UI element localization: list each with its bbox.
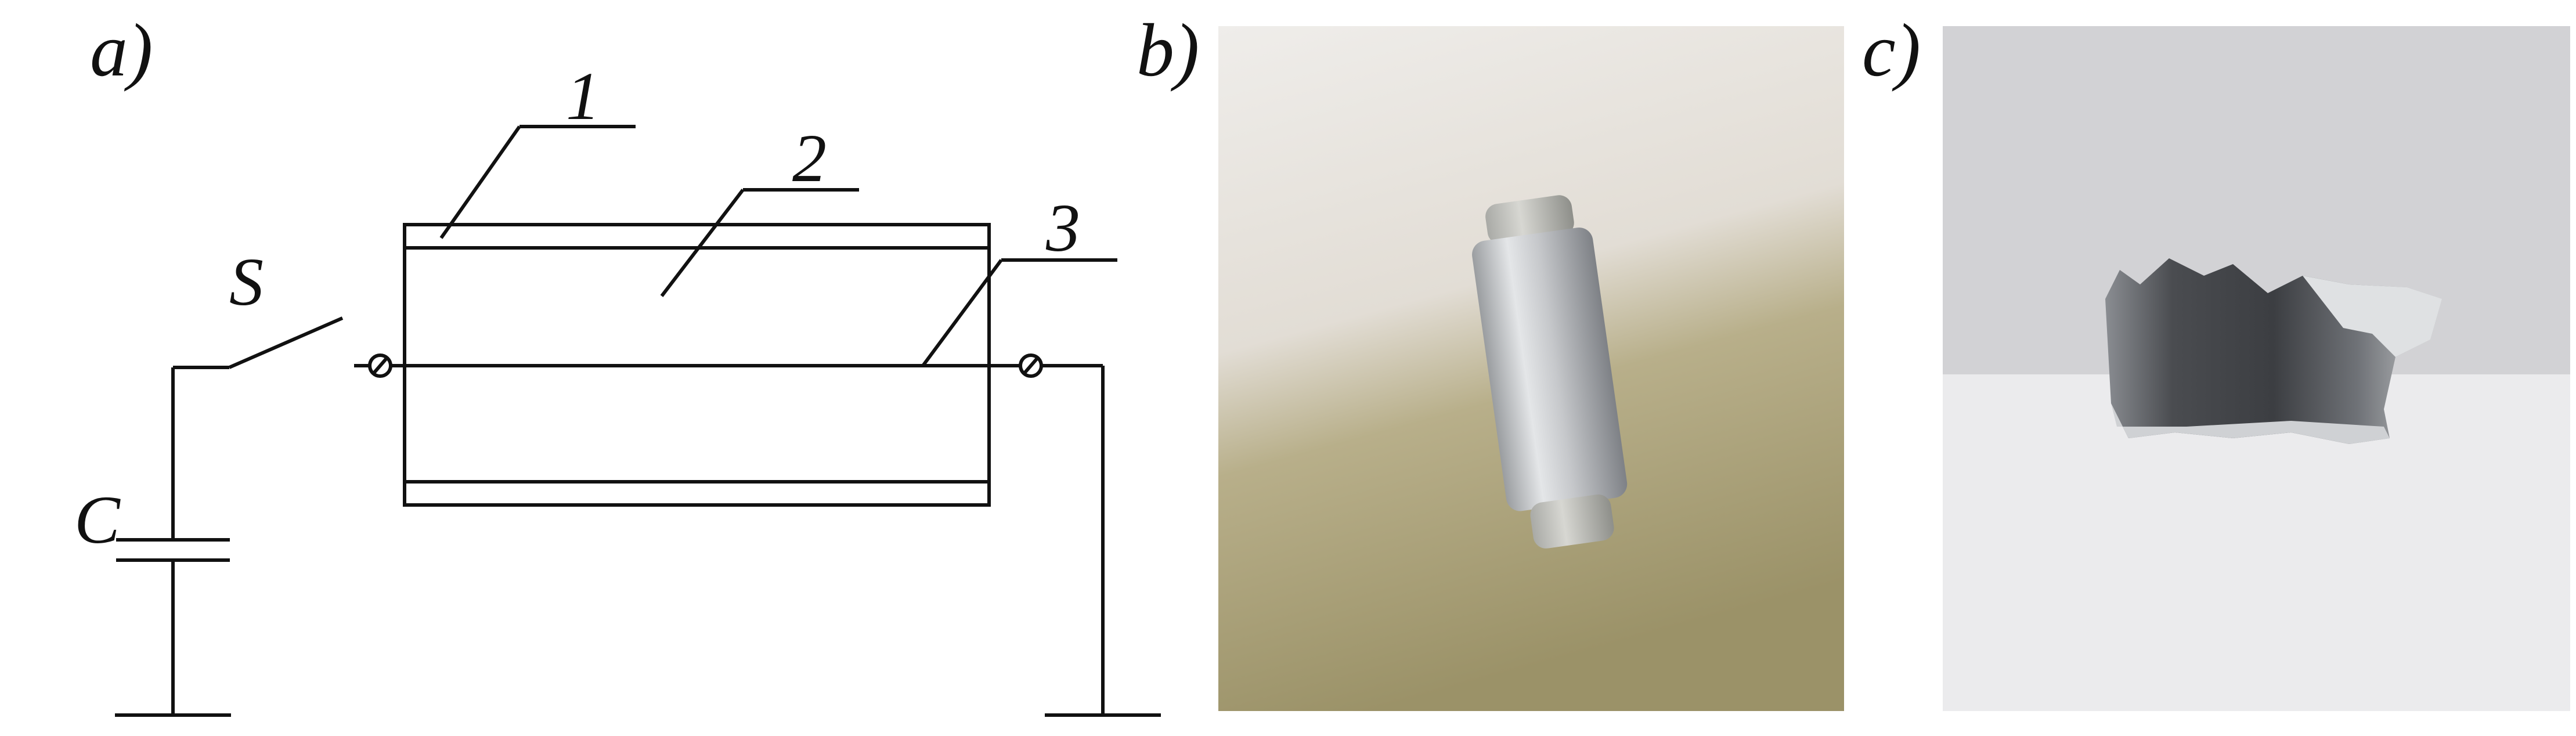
- capacitor-label: C: [74, 482, 121, 558]
- left-terminal-slash: [371, 356, 389, 376]
- sample-photo-before: [1218, 26, 1844, 711]
- callout-2-leader: [660, 189, 745, 297]
- panel-a-label: a): [90, 9, 153, 92]
- switch-label: S: [229, 244, 264, 320]
- panel-b-label: b): [1137, 9, 1200, 92]
- ruptured-foil-fragment: [2105, 258, 2442, 444]
- callout-1-leader: [439, 125, 521, 239]
- callout-3-label: 3: [1045, 190, 1080, 266]
- sample-photo-after: [1943, 26, 2570, 711]
- callout-1-label: 1: [566, 58, 600, 134]
- circuit-schematic: 1 2 3 S C: [74, 58, 1161, 717]
- callout-3-leader: [921, 259, 1003, 367]
- panel-c-label: c): [1862, 9, 1921, 92]
- switch-blade: [228, 316, 344, 369]
- callout-2-label: 2: [792, 120, 827, 196]
- aluminium-cylinder: [1472, 195, 1628, 549]
- right-terminal-slash: [1022, 356, 1040, 376]
